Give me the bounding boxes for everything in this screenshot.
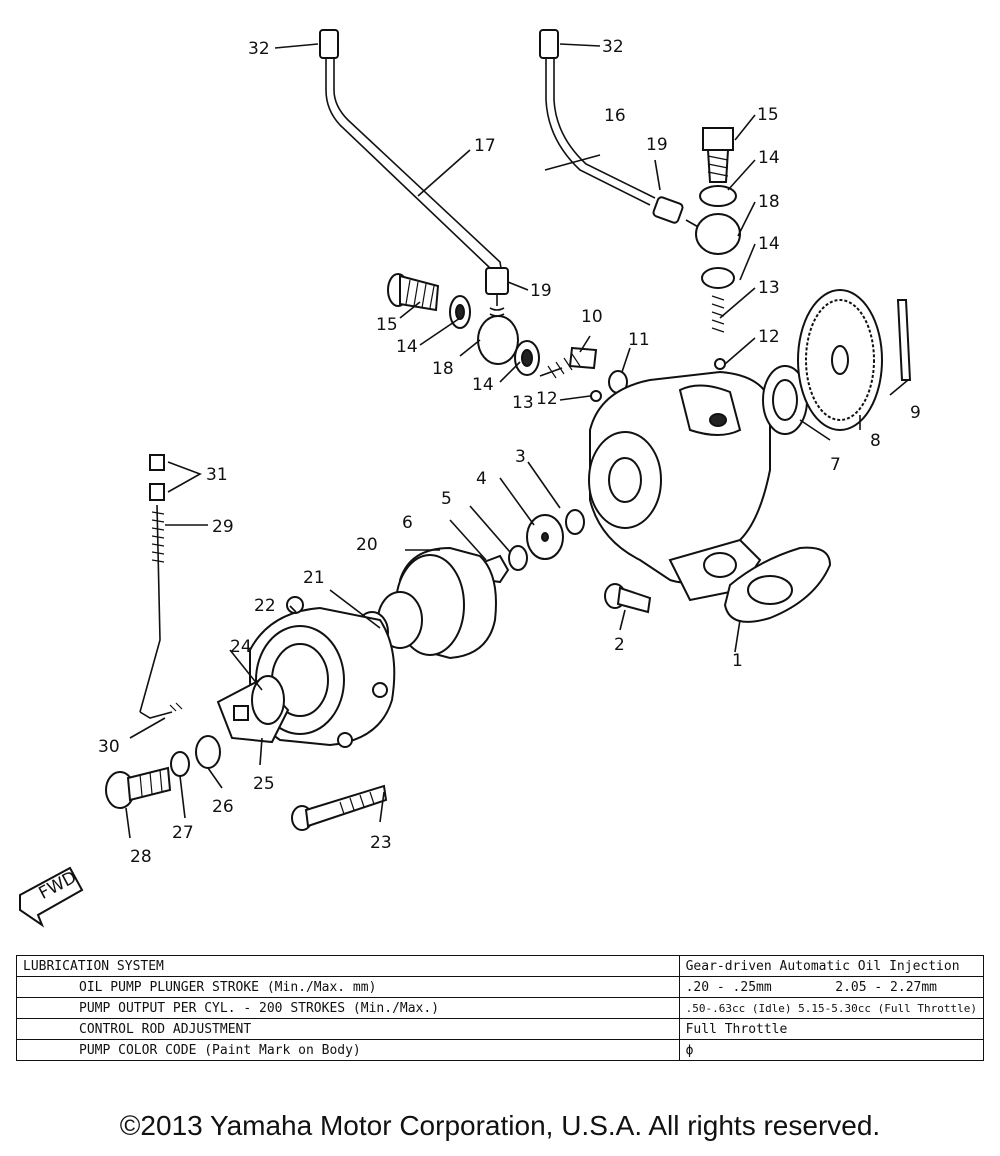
spec-row: CONTROL ROD ADJUSTMENT Full Throttle <box>16 1018 985 1040</box>
spec-row: OIL PUMP PLUNGER STROKE (Min./Max. mm) .… <box>16 976 985 998</box>
spec-row-label: CONTROL ROD ADJUSTMENT <box>16 1018 680 1040</box>
spec-row-value: .20 - .25mm 2.05 - 2.27mm <box>678 976 985 998</box>
callout-26: 26 <box>212 797 234 817</box>
callout-25: 25 <box>253 774 275 794</box>
callout-30: 30 <box>98 737 120 757</box>
lubrication-spec-table: LUBRICATION SYSTEM Gear-driven Automatic… <box>16 955 985 1061</box>
callout-19: 19 <box>530 281 552 301</box>
callout-22: 22 <box>254 596 276 616</box>
fwd-arrow-icon: FWD <box>19 866 84 928</box>
small-parts-center <box>547 346 628 402</box>
spec-value-max: 2.05 - 2.27mm <box>835 979 937 995</box>
callout-12: 12 <box>758 327 780 347</box>
callout-14: 14 <box>758 234 780 254</box>
callout-3: 3 <box>515 447 526 467</box>
callout-24: 24 <box>230 637 252 657</box>
callout-27: 27 <box>172 823 194 843</box>
plate-25 <box>216 675 290 744</box>
oil-pipe-17 <box>319 29 509 323</box>
banjo-assembly-right <box>695 127 741 370</box>
callout-14: 14 <box>472 375 494 395</box>
callout-23: 23 <box>370 833 392 853</box>
callout-12: 12 <box>536 389 558 409</box>
callout-labels: 32 32 16 17 19 15 14 18 14 13 12 19 15 1… <box>98 37 921 867</box>
callout-17: 17 <box>474 136 496 156</box>
callout-20: 20 <box>356 535 378 555</box>
washers-3-6 <box>482 509 585 584</box>
callout-18: 18 <box>758 192 780 212</box>
spec-row: PUMP COLOR CODE (Paint Mark on Body) ϕ <box>16 1039 985 1061</box>
callout-5: 5 <box>441 489 452 509</box>
callout-15: 15 <box>376 315 398 335</box>
callout-29: 29 <box>212 517 234 537</box>
callout-15: 15 <box>757 105 779 125</box>
callout-32: 32 <box>602 37 624 57</box>
spec-row-label: OIL PUMP PLUNGER STROKE (Min./Max. mm) <box>16 976 680 998</box>
spec-header-row: LUBRICATION SYSTEM Gear-driven Automatic… <box>16 955 985 977</box>
callout-18: 18 <box>432 359 454 379</box>
bolt-23 <box>291 784 388 831</box>
spec-header-label: LUBRICATION SYSTEM <box>16 955 680 977</box>
callout-9: 9 <box>910 403 921 423</box>
callout-28: 28 <box>130 847 152 867</box>
callout-6: 6 <box>402 513 413 533</box>
callout-7: 7 <box>830 455 841 475</box>
leader-lines <box>125 43 909 839</box>
spec-row-label: PUMP COLOR CODE (Paint Mark on Body) <box>16 1039 680 1061</box>
housing-20 <box>355 546 497 660</box>
spec-row-value: Full Throttle <box>678 1018 985 1040</box>
callout-21: 21 <box>303 568 325 588</box>
spec-row-value: .50-.63cc (Idle) 5.15-5.30cc (Full Throt… <box>678 997 985 1019</box>
callout-4: 4 <box>476 469 487 489</box>
callout-19: 19 <box>646 135 668 155</box>
bolt-2 <box>604 583 652 614</box>
control-rod-29 <box>139 454 183 719</box>
callout-8: 8 <box>870 431 881 451</box>
callout-13: 13 <box>512 393 534 413</box>
spec-header-value: Gear-driven Automatic Oil Injection <box>678 955 985 977</box>
callout-2: 2 <box>614 635 625 655</box>
gasket-1 <box>723 546 832 623</box>
bolt-28 <box>105 735 221 809</box>
drive-gear <box>762 289 912 435</box>
callout-31: 31 <box>206 465 228 485</box>
pump-body <box>588 370 771 602</box>
callout-14: 14 <box>396 337 418 357</box>
callout-11: 11 <box>628 330 650 350</box>
spec-value-min: .20 - .25mm <box>685 979 772 995</box>
spec-row-value: ϕ <box>678 1039 985 1061</box>
callout-1: 1 <box>732 651 743 671</box>
callout-14: 14 <box>758 148 780 168</box>
callout-32: 32 <box>248 39 270 59</box>
spec-row: PUMP OUTPUT PER CYL. - 200 STROKES (Min.… <box>16 997 985 1019</box>
callout-13: 13 <box>758 278 780 298</box>
spec-row-label: PUMP OUTPUT PER CYL. - 200 STROKES (Min.… <box>16 997 680 1019</box>
callout-16: 16 <box>604 106 626 126</box>
copyright-notice: ©2013 Yamaha Motor Corporation, U.S.A. A… <box>119 1110 881 1141</box>
oil-pipe-16 <box>539 29 701 229</box>
callout-10: 10 <box>581 307 603 327</box>
banjo-assembly-left <box>387 273 540 376</box>
exploded-parts-diagram: FWD <box>19 29 921 928</box>
